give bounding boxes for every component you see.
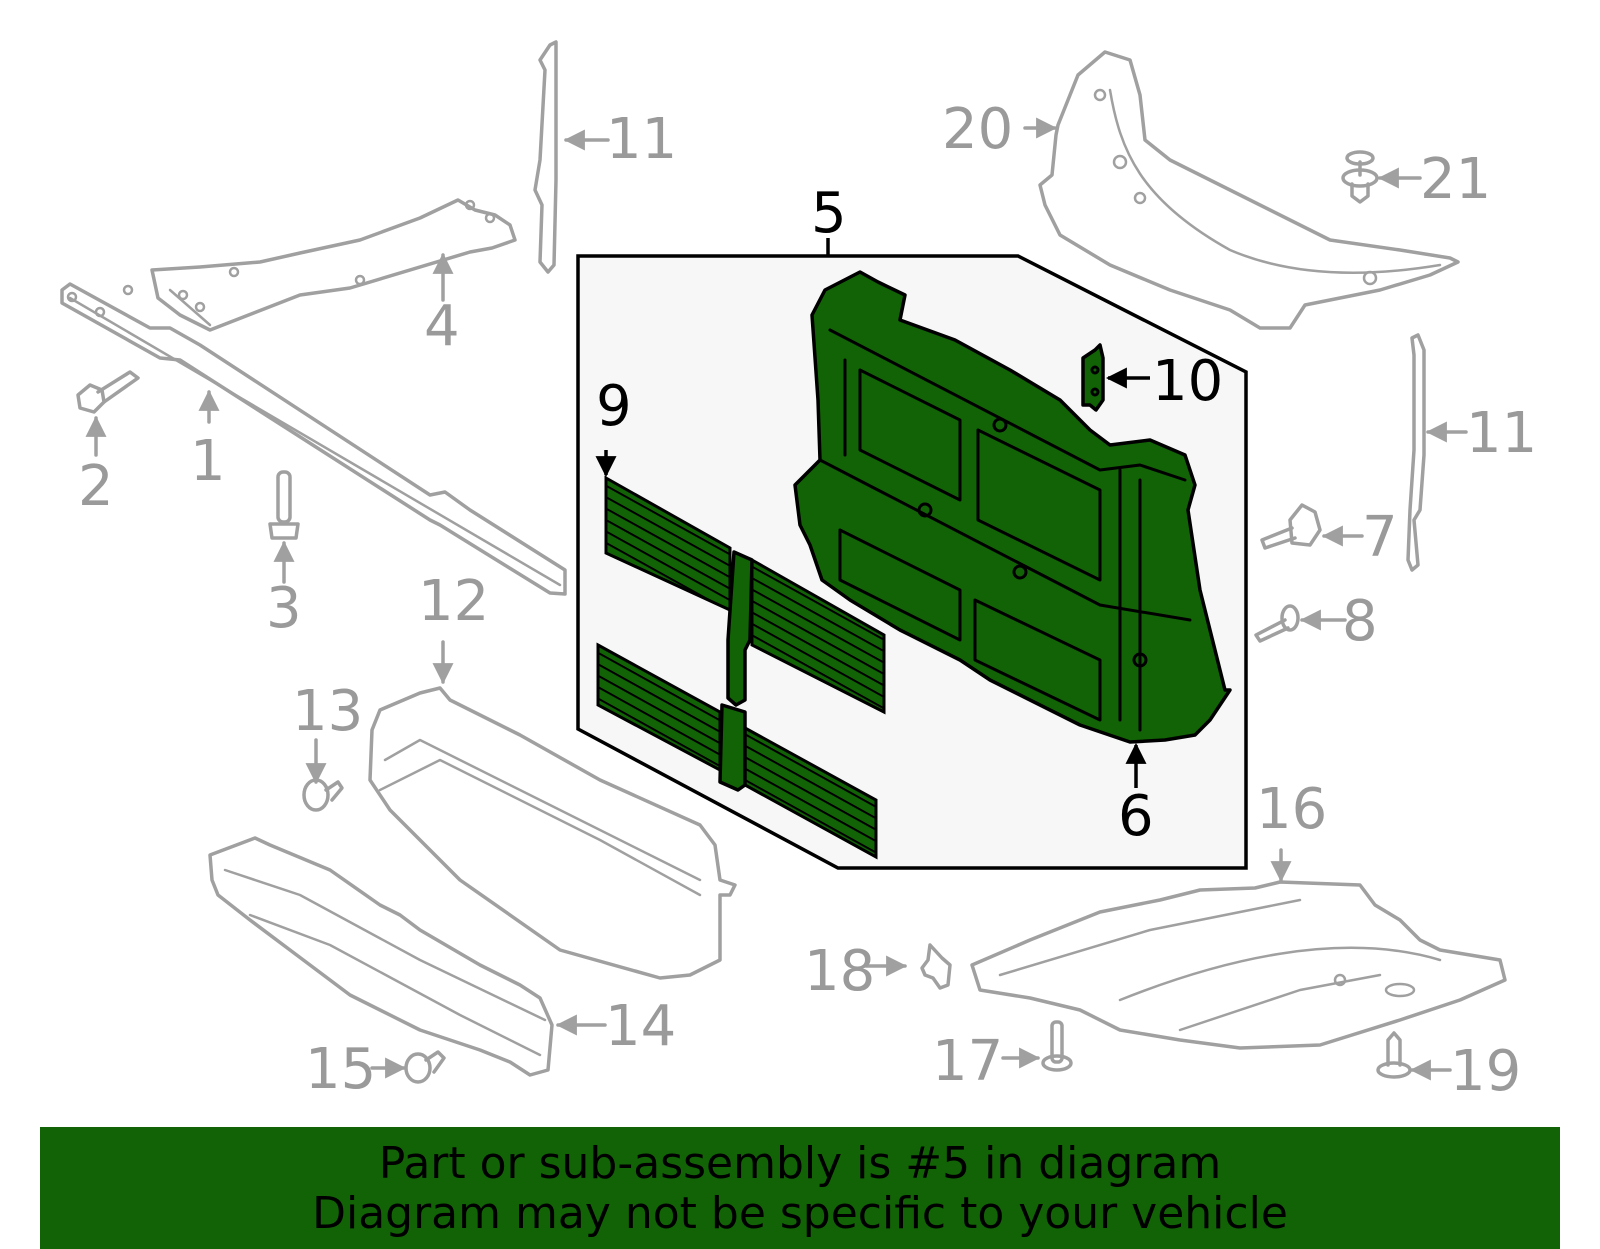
part-13-clip xyxy=(302,738,344,812)
part-1-crossmember xyxy=(60,282,567,596)
callout-5: 5 xyxy=(811,181,847,246)
banner-line-2: Diagram may not be specific to your vehi… xyxy=(312,1188,1288,1239)
info-banner: Part or sub-assembly is #5 in diagram Di… xyxy=(40,1127,1560,1249)
callout-9: 9 xyxy=(596,374,632,439)
part-21-clip xyxy=(1341,150,1422,204)
part-10-bracket xyxy=(1081,343,1150,412)
banner-line-1: Part or sub-assembly is #5 in diagram xyxy=(378,1138,1222,1189)
callout-8: 8 xyxy=(1342,589,1378,654)
part-2-bolt xyxy=(76,370,140,457)
callout-17: 17 xyxy=(932,1029,1003,1094)
part-3-bolt xyxy=(268,470,300,584)
callout-10: 10 xyxy=(1152,349,1223,414)
part-14-lower-deflector xyxy=(208,836,607,1077)
part-8-bolt xyxy=(1254,604,1347,643)
part-11-left-seal xyxy=(533,40,610,274)
callout-11-right: 11 xyxy=(1466,401,1537,466)
part-9-grille-shutter xyxy=(595,450,886,860)
callout-2: 2 xyxy=(78,454,114,519)
part-20-upper-cover xyxy=(1023,50,1460,330)
callout-14: 14 xyxy=(605,994,676,1059)
callout-13: 13 xyxy=(292,679,363,744)
callout-21: 21 xyxy=(1420,147,1491,212)
callout-4: 4 xyxy=(424,294,460,359)
part-12-air-deflector xyxy=(368,640,737,980)
part-16-splash-shield xyxy=(970,848,1507,1050)
callout-11-left: 11 xyxy=(606,107,677,172)
callout-20: 20 xyxy=(942,97,1013,162)
part-6-radiator-support xyxy=(793,270,1232,788)
part-18-clip xyxy=(864,943,952,990)
part-4-bracket xyxy=(150,198,517,332)
part-11-right-seal xyxy=(1406,333,1468,572)
part-15-clip xyxy=(370,1050,446,1084)
part-17-bolt xyxy=(1001,1020,1073,1072)
callout-18: 18 xyxy=(804,939,875,1004)
callout-3: 3 xyxy=(266,576,302,641)
callout-16: 16 xyxy=(1256,777,1327,842)
callout-1: 1 xyxy=(190,429,226,494)
callout-6: 6 xyxy=(1118,784,1154,849)
part-19-push-pin xyxy=(1376,1031,1452,1081)
callout-19: 19 xyxy=(1450,1039,1521,1104)
callout-15: 15 xyxy=(305,1037,376,1102)
callout-7: 7 xyxy=(1362,505,1398,570)
part-7-fastener xyxy=(1260,503,1364,550)
callout-12: 12 xyxy=(418,569,489,634)
